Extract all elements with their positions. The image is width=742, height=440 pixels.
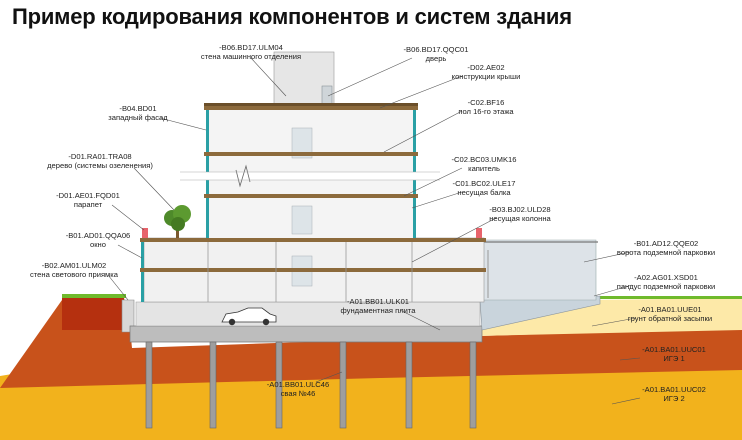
pile [209, 341, 217, 429]
car-wheel [262, 318, 270, 326]
floor-slabs [140, 106, 486, 272]
callout-description: несущая колонна [489, 214, 551, 223]
callout-code: -A01.BA01.UUC01 [642, 345, 706, 354]
tree [164, 205, 191, 238]
callout-description: парапет [74, 200, 103, 209]
callout-description: ИГЭ 1 [663, 354, 684, 363]
callout-description: стена машинного отделения [201, 52, 301, 61]
callout-code: -B06.BD17.ULM04 [219, 43, 283, 52]
callout-description: пандус подземной парковки [617, 282, 716, 291]
leader-line [107, 274, 129, 301]
leader-line [591, 317, 637, 327]
callout-code: -B03.BJ02.ULD28 [489, 205, 550, 214]
roof-cap [204, 103, 418, 106]
callout-code: -B01.AD01.QQA06 [66, 231, 131, 240]
callout-code: -B01.AD12.QQE02 [634, 239, 699, 248]
grass-strip [62, 294, 126, 298]
pile [469, 341, 477, 429]
pile [405, 341, 413, 429]
leader-line [583, 251, 631, 263]
break-line [235, 164, 251, 188]
callout-description: стена светового приямка [30, 270, 119, 279]
leader-line [379, 75, 463, 109]
section-break [180, 172, 440, 180]
parapet-left [142, 228, 148, 238]
callout-code: -D01.AE01.FQD01 [56, 191, 120, 200]
leader-line [399, 309, 441, 331]
leader-line [383, 110, 463, 153]
callout-description: дверь [426, 54, 447, 63]
leader-line [117, 244, 143, 259]
callout-code: -A01.BB01.ULC46 [267, 380, 329, 389]
callout-code: -A01.BA01.UUE01 [638, 305, 701, 314]
basement-floor [135, 301, 481, 327]
callout-code: -B06.BD17.QQC01 [404, 45, 469, 54]
foundation-slab [129, 325, 483, 343]
floor-slab [204, 194, 418, 198]
callout-code: -C01.BC02.ULE17 [453, 179, 516, 188]
pile [145, 341, 153, 429]
callout-description: фундаментная плита [341, 306, 417, 315]
window [291, 205, 313, 235]
leader-line [159, 117, 207, 131]
leader-line [250, 57, 287, 97]
callout-description: ИГЭ 2 [663, 394, 684, 403]
leader-line [411, 191, 463, 209]
callout-description: окно [90, 240, 106, 249]
pile [275, 341, 283, 429]
callout-description: капитель [468, 164, 500, 173]
callout-description: западный фасад [108, 113, 168, 122]
leader-line [327, 57, 413, 97]
soil-igs1 [0, 300, 742, 388]
car [221, 307, 277, 326]
page-title: Пример кодирования компонентов и систем … [12, 4, 572, 29]
callout-description: свая №46 [281, 389, 316, 398]
car-body [221, 307, 277, 323]
callout-description: дерево (системы озеленения) [47, 161, 153, 170]
leader-line [611, 397, 641, 405]
callout-code: -B04.BD01 [119, 104, 156, 113]
ramp-canopy [479, 239, 597, 301]
callout-code: -C02.BF16 [468, 98, 505, 107]
podium-slab [140, 238, 486, 242]
leader-line [111, 204, 145, 231]
soil-top [62, 298, 132, 330]
tree-crown [171, 217, 185, 231]
callout-code: -A01.BA01.UUC02 [642, 385, 706, 394]
callout-description: несущая балка [457, 188, 511, 197]
car-wheel [228, 318, 236, 326]
floor-16-slab [204, 152, 418, 156]
piles [145, 341, 477, 429]
backfill-soil [476, 298, 742, 336]
leader-line [619, 357, 641, 361]
callout-description: ворота подземной парковки [617, 248, 715, 257]
load-bearing-columns [207, 242, 413, 302]
grass-strip-right [600, 296, 742, 299]
callout-code: -D01.RA01.TRA08 [68, 152, 131, 161]
window [291, 127, 313, 159]
callout-code: -D02.AE02 [467, 63, 504, 72]
pile-46 [339, 341, 347, 429]
callout-description: пол 16-го этажа [458, 107, 514, 116]
leader-lines [107, 57, 641, 405]
window-column [291, 127, 313, 287]
callout-code: -B02.AM01.ULM02 [42, 261, 107, 270]
callout-code: -A02.AG01.XSD01 [634, 273, 698, 282]
parapet-right [476, 228, 482, 238]
leader-line [133, 167, 175, 211]
callout-code: -C02.BC03.UMK16 [452, 155, 517, 164]
leader-line [411, 217, 497, 263]
floor-slab [140, 268, 486, 272]
leader-line [315, 371, 343, 383]
callout-description: грунт обратной засыпки [628, 314, 712, 323]
callout-code: -A01.BB01.ULK01 [347, 297, 409, 306]
leader-line [593, 284, 633, 297]
leader-line [403, 167, 463, 197]
roof-slab [204, 106, 418, 110]
callout-description: конструкции крыши [452, 72, 521, 81]
